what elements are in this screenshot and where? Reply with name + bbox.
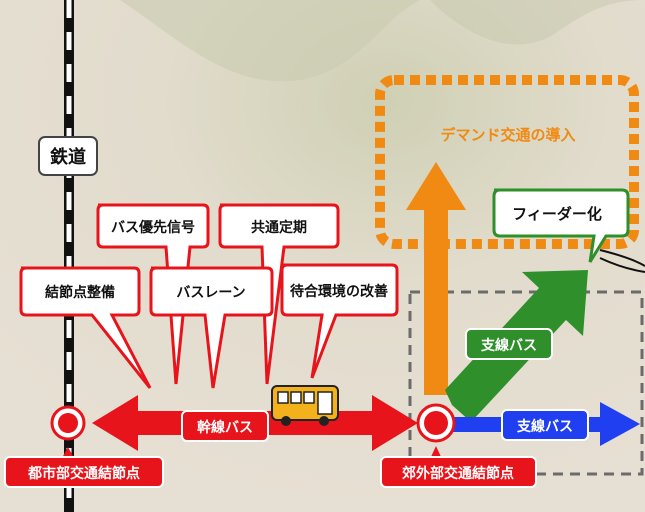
trunk-bus-label-box: 幹線バス [181,410,269,442]
feeder-connector-line-2 [599,257,645,273]
bus-priority-signal-label: バス優先信号 [111,219,195,236]
feeder-connector-line [599,249,645,267]
branch-bus-blue-label: 支線バス [516,418,573,435]
demand-area-dashed [375,75,639,249]
waiting-environment-label: 待合環境の改善 [290,283,388,300]
bus-lane-callout: バスレーン [149,266,274,389]
railway-label-box: 鉄道 [38,136,98,176]
suburban-node-label: 郊外部交通結節点 [402,465,514,482]
terrain-shading-2 [430,0,645,45]
common-pass-label: 共通定期 [251,219,307,236]
bus-priority-signal-callout: バス優先信号 [96,203,210,385]
trunk-bus-label: 幹線バス [197,419,253,436]
waiting-environment-callout: 待合環境の改善 [280,263,399,379]
orange-up-arrow [406,162,466,395]
feeder-callout: フィーダー化 [492,188,630,263]
bus-lane-label: バスレーン [176,285,245,301]
railway-label: 鉄道 [50,146,86,168]
branch-bus-green-label: 支線バス [480,337,537,354]
node-maintenance-callout: 結節点整備 [19,266,152,389]
urban-node-icon [50,405,86,441]
urban-node-label: 都市部交通結節点 [27,465,140,482]
suburban-node-label-box: 郊外部交通結節点 [380,446,537,488]
urban-node-label-box: 都市部交通結節点 [4,447,164,488]
branch-bus-green-label-box: 支線バス [465,328,553,360]
suburban-node-icon [416,403,456,443]
demand-transport-label: デマンド交通の導入 [440,126,575,144]
bus-icon [271,385,339,426]
common-pass-callout: 共通定期 [218,203,340,385]
terrain-shading [120,0,420,82]
branch-bus-blue-label-box: 支線バス [501,409,589,441]
feeder-label: フィーダー化 [512,205,602,223]
node-maintenance-label: 結節点整備 [45,284,115,301]
